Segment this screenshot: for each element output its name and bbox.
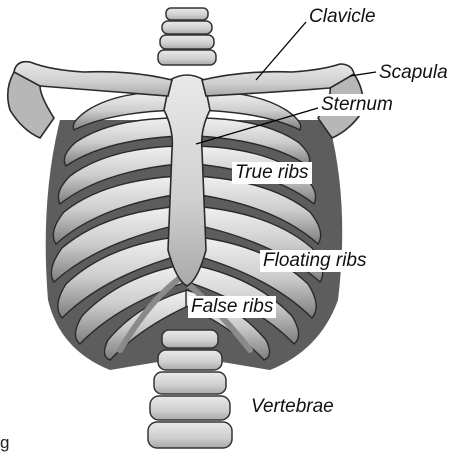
label-sternum: Sternum [318,94,396,116]
label-true-ribs: True ribs [232,162,312,184]
sternum-bone [164,75,210,286]
label-false-ribs: False ribs [188,296,276,318]
cervical-vertebrae [158,8,216,65]
label-vertebrae: Vertebrae [248,396,337,418]
label-clavicle: Clavicle [306,6,379,28]
stray-caption-glyph: g [0,434,9,452]
label-scapula: Scapula [376,62,451,84]
label-floating-ribs: Floating ribs [260,250,370,272]
